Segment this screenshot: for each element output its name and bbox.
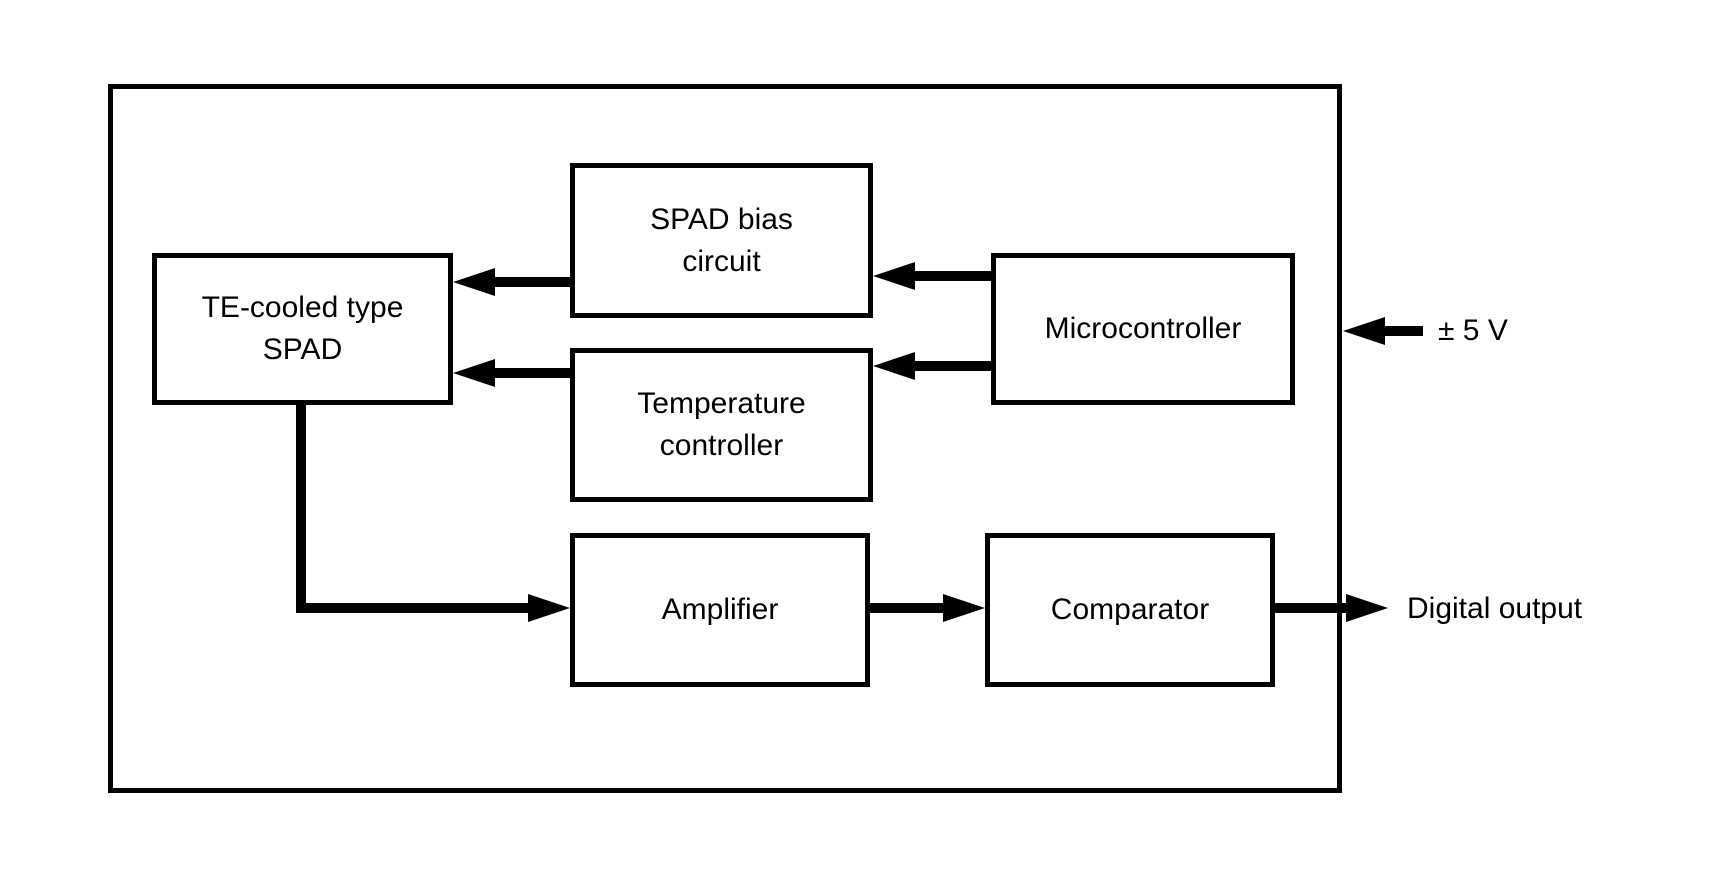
supply-voltage-label: ± 5 V — [1438, 314, 1508, 347]
digital-output-label: Digital output — [1407, 592, 1583, 625]
block-label-line: Amplifier — [661, 593, 779, 626]
block-label-line: Comparator — [1050, 593, 1210, 626]
block-temperature-controller: Temperature controller — [570, 348, 873, 502]
block-amplifier: Amplifier — [570, 533, 870, 687]
block-label-line: Microcontroller — [1044, 312, 1242, 345]
block-label-line: Temperature — [637, 387, 806, 420]
block-label-line: TE-cooled type — [201, 291, 404, 324]
block-label-line: SPAD — [262, 333, 343, 366]
block-label-line: controller — [659, 429, 784, 462]
block-te-cooled-spad: TE-cooled type SPAD — [152, 253, 453, 405]
block-microcontroller: Microcontroller — [991, 253, 1295, 405]
block-spad-bias-circuit: SPAD bias circuit — [570, 163, 873, 318]
block-label-line: circuit — [682, 244, 761, 278]
arrow-supply-to-enclosure — [1343, 317, 1423, 345]
block-comparator: Comparator — [985, 533, 1275, 687]
block-label-line: SPAD bias — [650, 202, 793, 236]
